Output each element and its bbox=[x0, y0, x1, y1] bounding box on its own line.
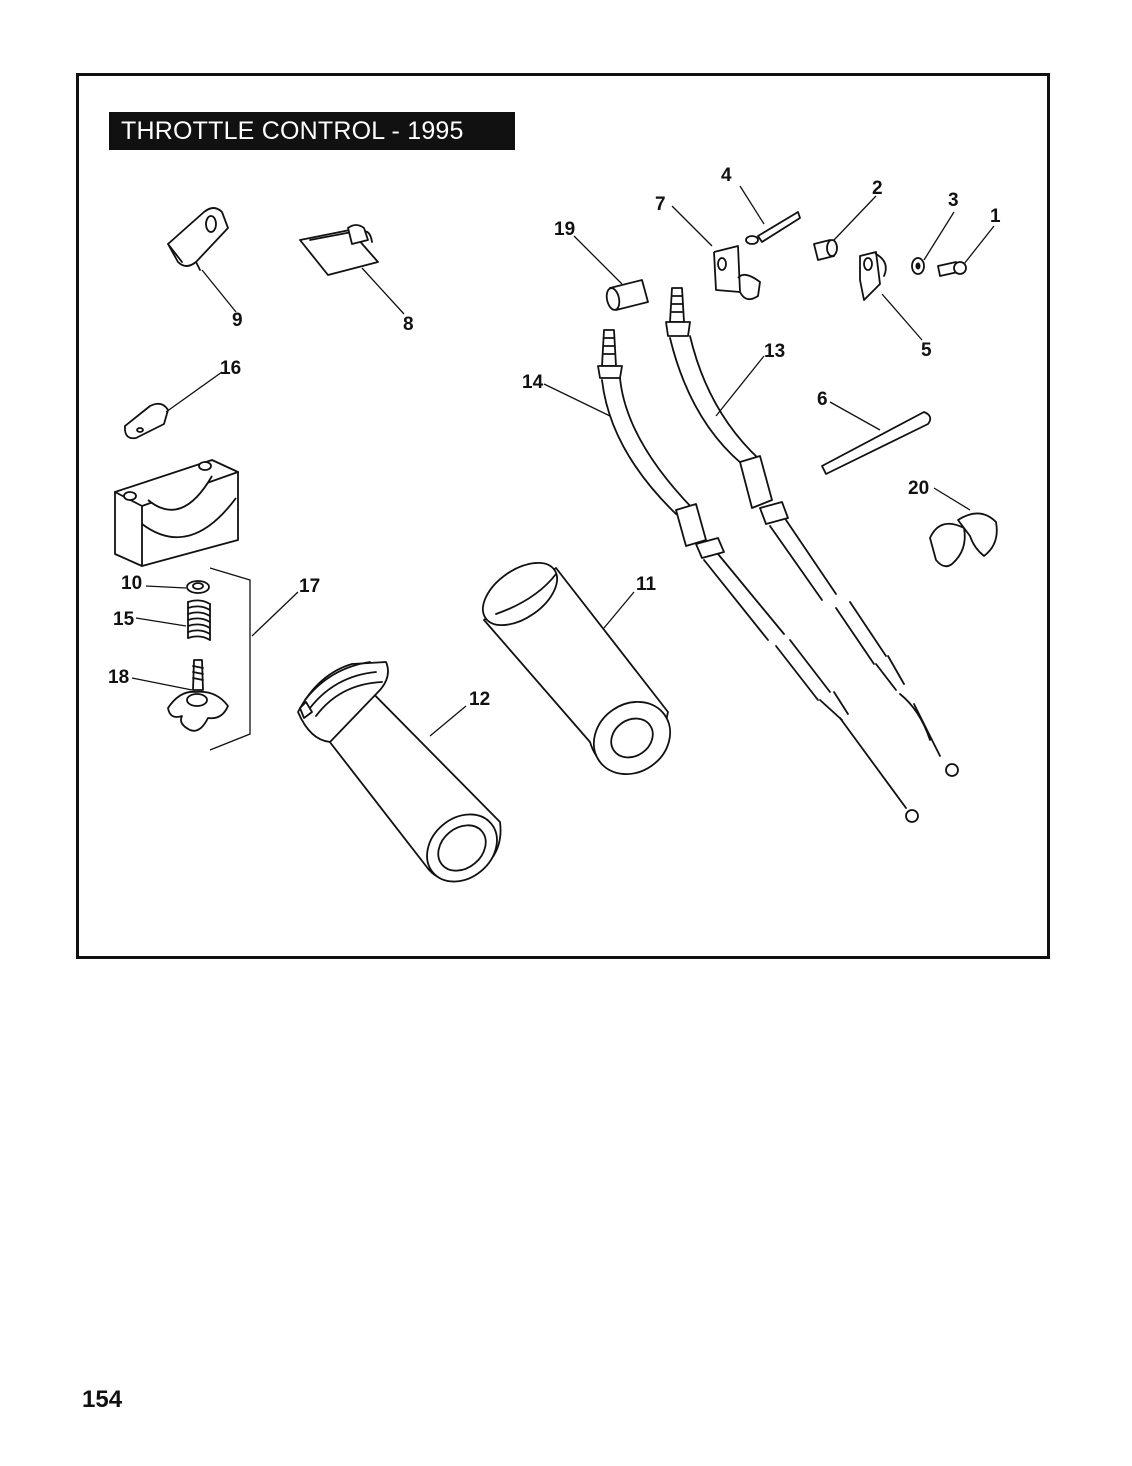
part-16-cap bbox=[124, 402, 169, 440]
part-10-washer bbox=[186, 580, 210, 594]
callout-7: 7 bbox=[655, 194, 666, 215]
part-7-clamp bbox=[713, 245, 761, 301]
callout-4: 4 bbox=[721, 165, 732, 186]
exploded-parts-drawing: 1 2 3 4 5 6 7 8 9 10 11 12 13 14 15 16 1… bbox=[108, 165, 1001, 883]
callout-8: 8 bbox=[403, 314, 414, 335]
part-9-clip bbox=[167, 207, 229, 271]
callout-14: 14 bbox=[522, 372, 544, 393]
callout-9: 9 bbox=[232, 310, 243, 331]
part-19-sleeve bbox=[605, 279, 649, 311]
callout-11: 11 bbox=[636, 574, 657, 595]
callout-3: 3 bbox=[948, 190, 959, 211]
callout-5: 5 bbox=[921, 340, 932, 361]
assembly-bracket-17 bbox=[209, 567, 251, 751]
callout-13: 13 bbox=[764, 341, 785, 362]
part-12-throttle-grip bbox=[297, 661, 502, 883]
page-number: 154 bbox=[82, 1386, 123, 1413]
callout-19: 19 bbox=[554, 219, 575, 240]
part-3-washer bbox=[911, 257, 925, 275]
part-15-spring bbox=[187, 599, 211, 641]
leader-lines bbox=[131, 185, 995, 737]
part-clamp-block bbox=[114, 459, 239, 567]
callout-20: 20 bbox=[908, 478, 929, 499]
part-5-clip bbox=[859, 251, 887, 301]
callout-1: 1 bbox=[990, 206, 1001, 227]
diagram-title: THROTTLE CONTROL - 1995 bbox=[109, 112, 515, 150]
diagram-frame: THROTTLE CONTROL - 1995 bbox=[76, 73, 1050, 959]
callout-6: 6 bbox=[817, 389, 828, 410]
callout-16: 16 bbox=[220, 358, 241, 379]
callout-labels: 1 2 3 4 5 6 7 8 9 10 11 12 13 14 15 16 1… bbox=[108, 165, 1001, 710]
part-6-spring-clip bbox=[821, 411, 932, 475]
part-14-cable bbox=[597, 329, 919, 823]
part-11-grip bbox=[482, 562, 672, 775]
callout-15: 15 bbox=[113, 609, 135, 630]
part-4-rivet bbox=[745, 211, 801, 245]
part-1-screw bbox=[937, 261, 967, 277]
part-8-bracket bbox=[299, 224, 379, 276]
callout-12: 12 bbox=[469, 689, 490, 710]
part-20-clip bbox=[929, 512, 998, 568]
part-18-knob bbox=[167, 659, 229, 732]
callout-17: 17 bbox=[299, 576, 320, 597]
callout-10: 10 bbox=[121, 573, 142, 594]
callout-2: 2 bbox=[872, 178, 883, 199]
callout-18: 18 bbox=[108, 667, 129, 688]
part-13-cable bbox=[665, 287, 959, 777]
part-2-spacer bbox=[813, 239, 838, 261]
